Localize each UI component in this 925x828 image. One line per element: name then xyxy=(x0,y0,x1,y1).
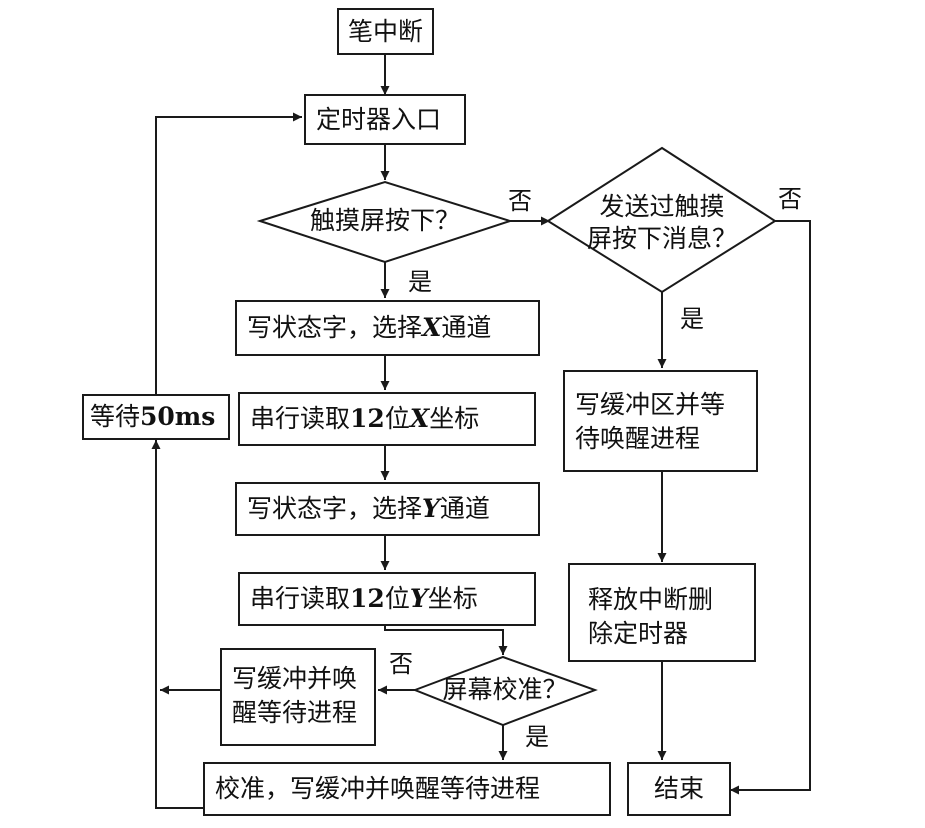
node-write-status-y: 写状态字，选择Y通道 xyxy=(235,482,540,536)
node-release-interrupt: 释放中断删 除定时器 xyxy=(568,563,756,662)
node-read-y: 串行读取12位Y坐标 xyxy=(238,572,536,626)
node-pen-interrupt: 笔中断 xyxy=(337,8,434,55)
edge-ready-to-calib xyxy=(384,626,508,655)
edge-sent-no xyxy=(730,220,811,795)
label-calib-yes: 是 xyxy=(525,723,549,751)
decision-screen-calibration-text: 屏幕校准？ xyxy=(442,675,568,704)
decision-sent-message xyxy=(546,146,777,294)
node-wait-50ms: 等待50ms xyxy=(82,394,230,440)
decision-touch-pressed xyxy=(256,180,514,264)
node-write-buffer-wait: 写缓冲区并等 待唤醒进程 xyxy=(563,370,758,472)
node-end: 结束 xyxy=(627,762,731,816)
decision-touch-pressed-text: 触摸屏按下？ xyxy=(309,206,460,235)
edge-wait-to-timer xyxy=(155,112,302,395)
edge-calib-loop xyxy=(151,440,203,809)
node-write-status-x: 写状态字，选择X通道 xyxy=(235,300,540,356)
label-touch-yes: 是 xyxy=(408,268,432,296)
label-calib-no: 否 xyxy=(389,650,413,678)
node-timer-entry: 定时器入口 xyxy=(304,94,466,145)
node-calibrate-write-buffer: 校准，写缓冲并唤醒等待进程 xyxy=(203,762,611,816)
node-write-buffer-wake: 写缓冲并唤 醒等待进程 xyxy=(220,648,376,746)
label-sent-no: 否 xyxy=(778,185,802,213)
label-touch-no: 否 xyxy=(508,187,532,215)
decision-screen-calibration xyxy=(412,655,598,727)
decision-sent-message-text: 发送过触摸 屏按下消息？ xyxy=(586,192,737,253)
node-read-x: 串行读取12位X坐标 xyxy=(238,392,536,446)
label-sent-yes: 是 xyxy=(680,305,704,333)
